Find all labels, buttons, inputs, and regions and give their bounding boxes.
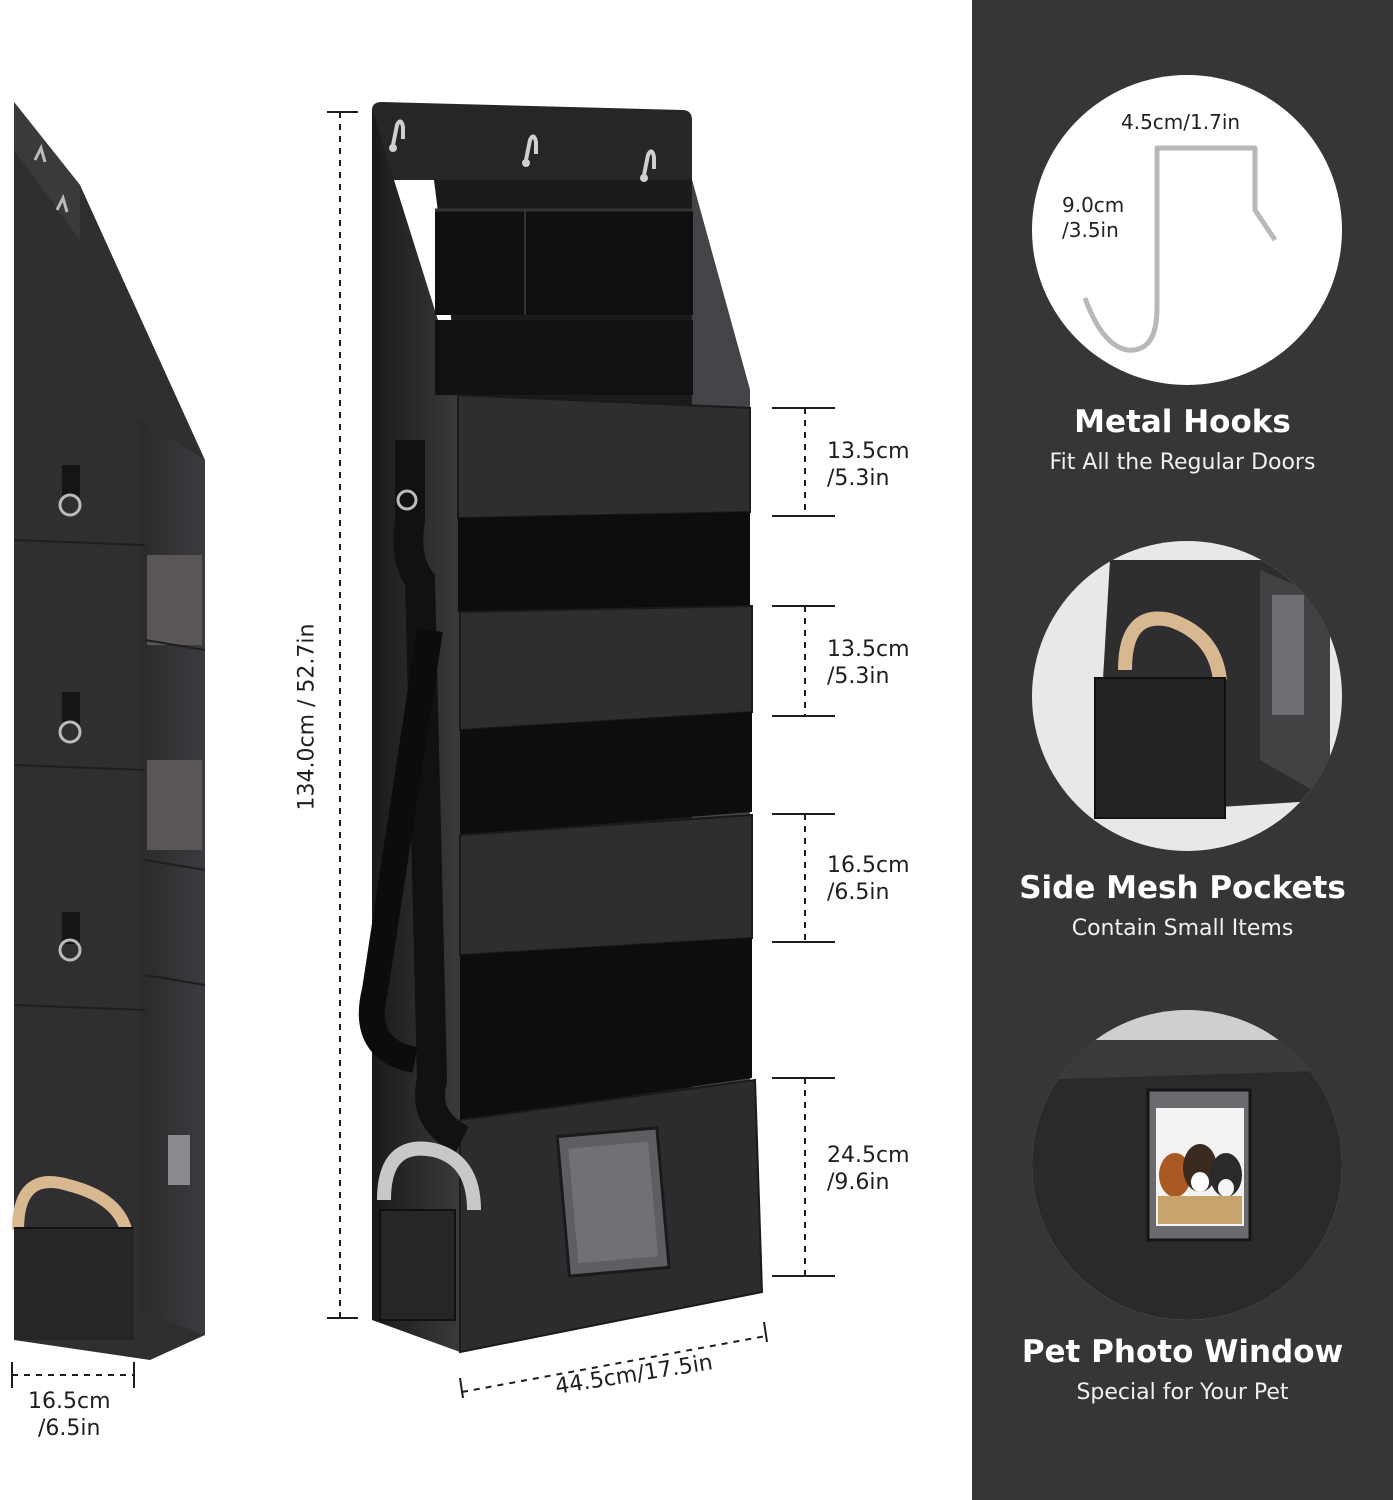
shelf-4-cm: 24.5cm (827, 1143, 910, 1168)
feature-subtitle-side-mesh-pockets: Contain Small Items (1071, 916, 1294, 941)
depth-in: /6.5in (38, 1416, 101, 1441)
dimension-lines (11, 111, 835, 1399)
photo-window-icon (1032, 1010, 1342, 1320)
d-ring-icon (58, 912, 82, 962)
feature-title-side-mesh-pockets: Side Mesh Pockets (1019, 870, 1346, 906)
shelf-1-in: /5.3in (827, 466, 890, 491)
shelf-2-in: /5.3in (827, 664, 890, 689)
feature-title-metal-hooks: Metal Hooks (1074, 404, 1291, 440)
depth-dimension: 16.5cm /6.5in (28, 1388, 111, 1442)
feature-subtitle-pet-photo-window: Special for Your Pet (1076, 1380, 1289, 1405)
shelf-2-cm: 13.5cm (827, 637, 910, 662)
shelf-3-dimension: 16.5cm /6.5in (827, 852, 910, 906)
hook-width-label: 4.5cm/1.7in (1121, 110, 1241, 134)
shelf-2-dimension: 13.5cm /5.3in (827, 636, 910, 690)
hook-icon (389, 119, 405, 152)
shelf-1-dimension: 13.5cm /5.3in (827, 438, 910, 492)
side-view-organizer (12, 102, 206, 1360)
d-ring-icon (58, 465, 82, 517)
metal-hook-icon (1032, 75, 1342, 385)
side-pocket-icon (1032, 541, 1342, 851)
depth-cm: 16.5cm (28, 1389, 111, 1414)
hook-height-label: 9.0cm /3.5in (1062, 193, 1124, 243)
shelf-4-in: /9.6in (827, 1170, 890, 1195)
hook-height-in: /3.5in (1062, 218, 1119, 242)
hook-height-cm: 9.0cm (1062, 193, 1125, 217)
feature-title-pet-photo-window: Pet Photo Window (1021, 1334, 1344, 1370)
shelf-4-dimension: 24.5cm /9.6in (827, 1142, 910, 1196)
shelf-3-in: /6.5in (827, 880, 890, 905)
front-view-organizer (358, 102, 764, 1354)
d-ring-icon (58, 692, 82, 744)
shelf-3-cm: 16.5cm (827, 853, 910, 878)
total-height-label: 134.0cm / 52.7in (294, 623, 320, 811)
hook-icon (640, 149, 656, 182)
feature-subtitle-metal-hooks: Fit All the Regular Doors (1049, 450, 1316, 475)
shelf-1-cm: 13.5cm (827, 439, 910, 464)
hook-icon (522, 134, 538, 167)
